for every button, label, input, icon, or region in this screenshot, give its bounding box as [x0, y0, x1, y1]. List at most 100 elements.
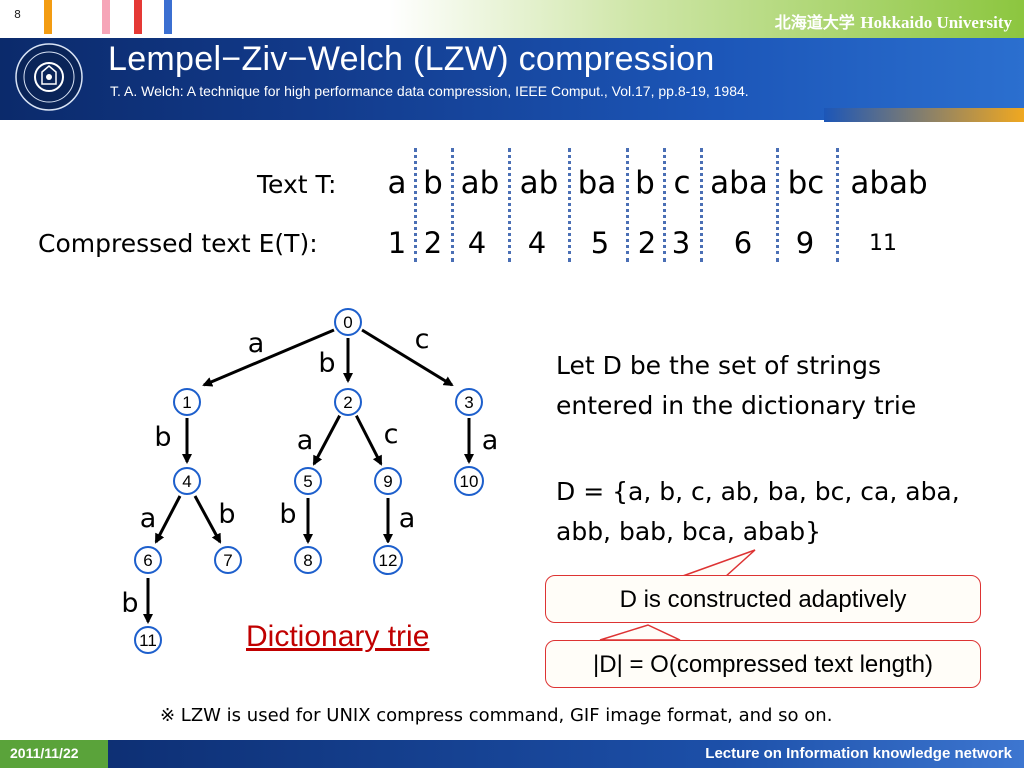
- token-separator: [451, 148, 454, 262]
- svg-text:2: 2: [343, 393, 352, 412]
- trie-edge-labels: a b c b a c a a b b a b: [121, 324, 498, 619]
- svg-text:1: 1: [182, 393, 191, 412]
- trie-node: 2: [332, 386, 364, 418]
- trie-node: 6: [132, 544, 164, 576]
- compressed-code: 2: [423, 226, 443, 260]
- trie-node: 7: [212, 544, 244, 576]
- trie-nodes: 0 1 2 3 4 5 9 10 6 7 8 12 11: [132, 306, 486, 656]
- token-separator: [836, 148, 839, 262]
- trie-edge: [361, 328, 454, 387]
- university-name-jp: 北海道大学: [774, 13, 855, 32]
- svg-text:12: 12: [379, 551, 398, 570]
- edge-label: a: [140, 503, 157, 534]
- token-separator: [568, 148, 571, 262]
- text-token: ba: [577, 165, 617, 201]
- explanation-text: Let D be the set of strings entered in t…: [556, 346, 916, 426]
- svg-text:9: 9: [383, 472, 392, 491]
- title-bar: [0, 38, 1024, 120]
- svg-text:6: 6: [143, 551, 152, 570]
- trie-node: 1: [171, 386, 203, 418]
- text-token: ab: [460, 165, 500, 201]
- token-separator: [663, 148, 666, 262]
- dictionary-set: D = {a, b, c, ab, ba, bc, ca, aba, abb, …: [556, 472, 960, 552]
- trie-node: 11: [132, 624, 164, 656]
- compressed-code: 11: [869, 231, 897, 256]
- trie-edge: [154, 495, 182, 544]
- text-row-label: Text T:: [257, 170, 337, 199]
- edge-label: c: [415, 324, 430, 355]
- footer-date-block: [0, 740, 108, 768]
- text-token: b: [423, 165, 443, 201]
- footer-date: 2011/11/22: [10, 745, 79, 761]
- stripe-pink: [102, 0, 110, 34]
- trie-node: 3: [453, 386, 485, 418]
- stripe-blue: [164, 0, 172, 34]
- token-separator: [626, 148, 629, 262]
- compressed-code: 5: [590, 226, 610, 260]
- trie-node: 9: [372, 465, 404, 497]
- text-token: ab: [519, 165, 559, 201]
- stripe-orange: [44, 0, 52, 34]
- callout-size: |D| = O(compressed text length): [545, 640, 981, 688]
- dictionary-set-line: D = {a, b, c, ab, ba, bc, ca, aba,: [556, 477, 960, 506]
- explanation-line: Let D be the set of strings: [556, 351, 881, 380]
- svg-text:7: 7: [223, 551, 232, 570]
- svg-text:0: 0: [343, 313, 352, 332]
- dictionary-trie-caption: Dictionary trie: [246, 620, 430, 653]
- footer-bar: [0, 740, 1024, 768]
- svg-text:8: 8: [303, 551, 312, 570]
- svg-text:10: 10: [460, 472, 479, 491]
- compressed-code: 1: [387, 226, 407, 260]
- trie-node: 5: [292, 465, 324, 497]
- trie-edges: [143, 328, 474, 624]
- slide-title: Lempel−Ziv−Welch (LZW) compression: [108, 40, 715, 78]
- footnote: ※ LZW is used for UNIX compress command,…: [160, 705, 833, 726]
- university-seal-logo: [15, 43, 83, 111]
- trie-node: 4: [171, 465, 203, 497]
- stripe-red: [134, 0, 142, 34]
- compressed-code: 2: [637, 226, 657, 260]
- edge-label: a: [482, 425, 499, 456]
- trie-edge: [354, 414, 383, 466]
- text-token: a: [387, 165, 407, 201]
- edge-label: a: [248, 328, 265, 359]
- compressed-code: 3: [671, 226, 691, 260]
- trie-edge: [312, 414, 342, 466]
- compressed-code: 9: [795, 226, 815, 260]
- compressed-code: 4: [527, 226, 547, 260]
- text-token: abab: [850, 165, 928, 201]
- title-accent-bar: [824, 108, 1024, 122]
- edge-label: b: [154, 422, 171, 453]
- text-token: bc: [787, 165, 825, 201]
- footer-lecture-title: Lecture on Information knowledge network: [705, 745, 1012, 762]
- token-separator: [414, 148, 417, 262]
- compressed-code: 4: [467, 226, 487, 260]
- compressed-code: 6: [733, 226, 753, 260]
- edge-label: a: [297, 425, 314, 456]
- trie-edge: [202, 328, 335, 387]
- svg-text:4: 4: [182, 472, 191, 491]
- token-separator: [508, 148, 511, 262]
- trie-edge: [193, 495, 222, 544]
- svg-text:5: 5: [303, 472, 312, 491]
- slide-subtitle: T. A. Welch: A technique for high perfor…: [110, 83, 749, 99]
- edge-label: b: [318, 348, 335, 379]
- university-name-en: Hokkaido University: [860, 13, 1012, 32]
- svg-text:3: 3: [464, 393, 473, 412]
- token-separator: [700, 148, 703, 262]
- text-token: b: [635, 165, 655, 201]
- token-separator: [776, 148, 779, 262]
- university-name: 北海道大学 Hokkaido University: [775, 9, 1012, 33]
- trie-node: 8: [292, 544, 324, 576]
- edge-label: b: [121, 588, 138, 619]
- edge-label: a: [399, 503, 416, 534]
- compressed-row-label: Compressed text E(T):: [38, 229, 318, 258]
- callout-adaptive: D is constructed adaptively: [545, 575, 981, 623]
- trie-node: 0: [332, 306, 364, 338]
- trie-node: 10: [452, 464, 486, 498]
- text-token: c: [673, 165, 691, 201]
- slide-number: 8: [14, 8, 21, 21]
- edge-label: c: [384, 419, 399, 450]
- dictionary-set-line: abb, bab, bca, abab}: [556, 517, 822, 546]
- svg-text:11: 11: [139, 631, 157, 650]
